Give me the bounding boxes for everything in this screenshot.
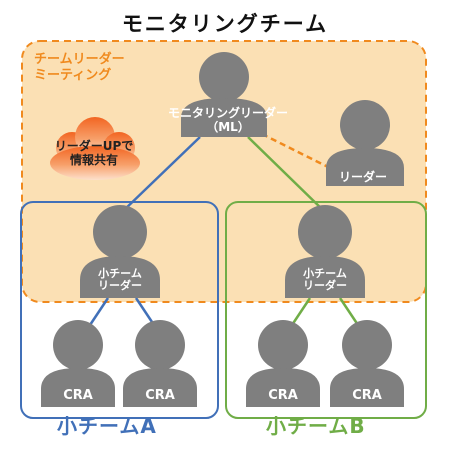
team-a-cra2-label: CRA [145, 388, 175, 403]
team-b-cra1-person-icon [246, 320, 320, 407]
info-cloud [50, 117, 140, 180]
team-b-box [225, 201, 427, 419]
team-b-leader-label: 小チーム リーダー [303, 267, 347, 292]
team-b-cra2-label: CRA [352, 388, 382, 403]
team-a-cra1-person-icon [41, 320, 115, 407]
team-a-cra2-person-icon [123, 320, 197, 407]
team-b-label: 小チームB [266, 414, 366, 438]
connector-ml-team-a [121, 136, 201, 213]
connector-ml-leader [261, 132, 331, 170]
team-a-leader-label: 小チーム リーダー [98, 267, 142, 292]
team-b-leader-person-icon [285, 205, 365, 298]
monitoring-leader-person-icon [181, 52, 267, 137]
team-a-cra1-label: CRA [63, 388, 93, 403]
info-cloud-text: リーダーUPで 情報共有 [54, 139, 134, 167]
team-b-cra1-label: CRA [268, 388, 298, 403]
team-a-label: 小チームA [57, 414, 157, 438]
connector-ml-team-b [247, 136, 326, 213]
team-b-cra2-person-icon [330, 320, 404, 407]
monitoring-leader-label: モニタリングリーダー （ML） [167, 106, 288, 134]
team-a-box [20, 201, 219, 419]
team-a-leader-person-icon [80, 205, 160, 298]
connector-a-cra1 [86, 297, 110, 329]
meeting-label: チームリーダー ミーティング [34, 52, 125, 83]
leader-label: リーダー [338, 170, 387, 184]
leader-person-icon [326, 100, 404, 186]
diagram-title: モニタリングチーム [121, 12, 329, 36]
